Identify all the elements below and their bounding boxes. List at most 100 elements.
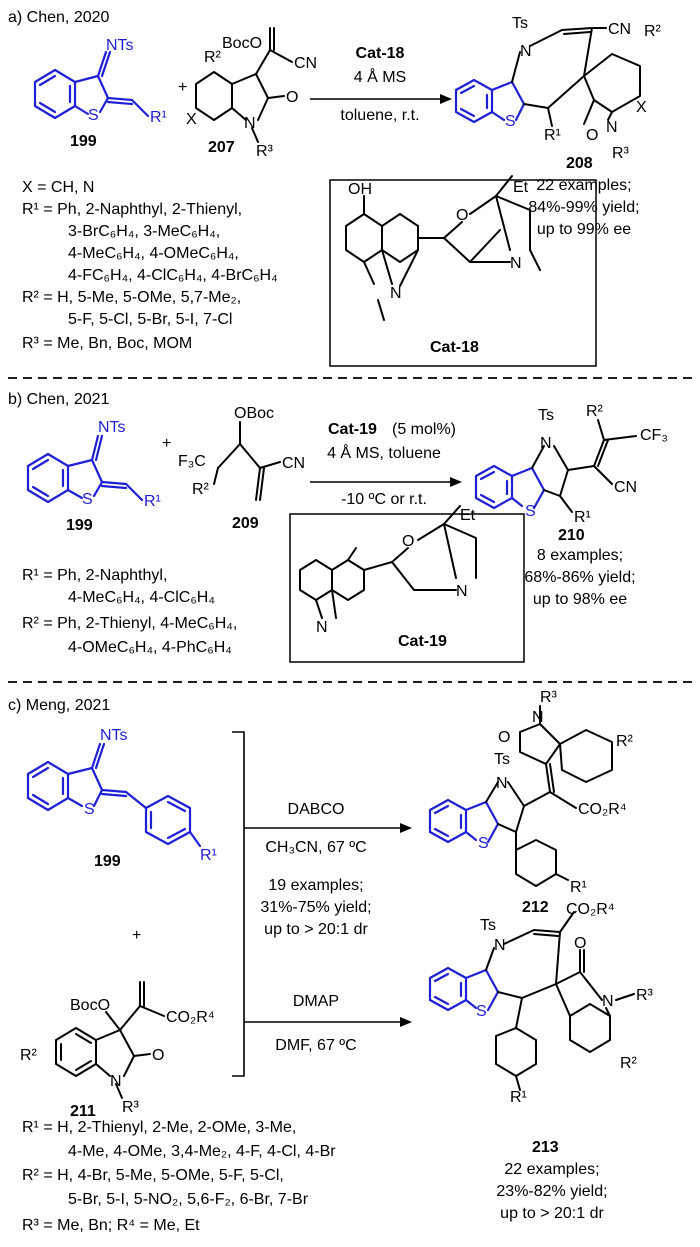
svg-text:R¹: R¹ [544, 127, 561, 144]
catalyst-box-cat18: OH Et O N N Cat-18 [329, 175, 597, 367]
svg-text:CN: CN [614, 479, 637, 496]
svg-text:CO₂R⁴: CO₂R⁴ [578, 801, 627, 818]
compound-207: R² BocO CN O N X R³ 207 [186, 27, 317, 160]
compound-210: N Ts S R¹ R² CF₃ CN 210 [474, 403, 668, 544]
label-207: 207 [208, 139, 235, 156]
compound-199-b: NTs S R¹ 199 [26, 419, 161, 534]
svg-text:NTs: NTs [100, 727, 128, 744]
svg-text:R²: R² [192, 481, 210, 498]
svg-text:O: O [286, 89, 298, 106]
svg-text:R²: R² [20, 1047, 38, 1064]
svg-text:4 Å MS, toluene: 4 Å MS, toluene [327, 443, 441, 462]
svg-text:31%-75% yield;: 31%-75% yield; [260, 899, 371, 916]
svg-text:BocO: BocO [70, 997, 110, 1014]
svg-text:CF₃: CF₃ [640, 427, 668, 444]
label-199-a: 199 [70, 133, 97, 150]
catalyst-a: Cat-18 [356, 45, 405, 62]
svg-text:3-BrC₆H₄, 3-MeC₆H₄,: 3-BrC₆H₄, 3-MeC₆H₄, [68, 223, 220, 240]
svg-text:CH₃CN, 67 ºC: CH₃CN, 67 ºC [265, 839, 366, 856]
svg-text:O: O [152, 1047, 164, 1064]
label-208: 208 [566, 155, 593, 172]
svg-text:N: N [244, 115, 256, 132]
svg-text:4-MeC₆H₄, 4-ClC₆H₄: 4-MeC₆H₄, 4-ClC₆H₄ [68, 589, 215, 606]
svg-text:CN: CN [294, 55, 317, 72]
panel-c-title: c) Meng, 2021 [8, 697, 110, 714]
svg-text:5-Br, 5-I, 5-NO₂, 5,6-F₂, 6-Br: 5-Br, 5-I, 5-NO₂, 5,6-F₂, 6-Br, 7-Br [68, 1191, 309, 1208]
svg-text:N: N [520, 43, 532, 60]
svg-text:R²: R² [586, 403, 604, 420]
svg-text:R³ = Me, Bn; R⁴ = Me, Et: R³ = Me, Bn; R⁴ = Me, Et [22, 1217, 200, 1234]
svg-text:X: X [186, 111, 197, 128]
svg-text:O: O [402, 533, 414, 550]
svg-text:toluene, r.t.: toluene, r.t. [340, 107, 419, 124]
svg-text:Ts: Ts [512, 15, 528, 32]
svg-text:S: S [505, 113, 516, 130]
svg-text:X = CH, N: X = CH, N [22, 179, 94, 196]
svg-text:O: O [498, 729, 510, 746]
svg-text:4-FC₆H₄, 4-ClC₆H₄, 4-BrC₆H₄: 4-FC₆H₄, 4-ClC₆H₄, 4-BrC₆H₄ [68, 267, 278, 284]
compound-211: BocO CO₂R⁴ O N R² R³ 211 [20, 981, 215, 1120]
svg-text:4-OMeC₆H₄, 4-PhC₆H₄: 4-OMeC₆H₄, 4-PhC₆H₄ [68, 639, 232, 656]
svg-text:R³: R³ [636, 987, 654, 1004]
svg-text:R¹ = Ph, 2-Naphthyl,: R¹ = Ph, 2-Naphthyl, [22, 567, 167, 584]
cat19-label: Cat-19 [398, 633, 447, 650]
svg-text:OBoc: OBoc [234, 405, 274, 422]
svg-text:CO₂R⁴: CO₂R⁴ [566, 901, 615, 918]
svg-text:N: N [390, 285, 402, 302]
svg-text:R²: R² [644, 23, 662, 40]
panel-b-title: b) Chen, 2021 [8, 391, 110, 408]
svg-text:R²: R² [616, 733, 634, 750]
panel-a-title: a) Chen, 2020 [8, 9, 110, 26]
svg-text:DMF, 67 ºC: DMF, 67 ºC [275, 1037, 356, 1054]
label-199-c: 199 [94, 853, 121, 870]
reagent-dabco: DABCO [288, 801, 345, 818]
compound-199-a: NTs S R¹ 199 [33, 37, 167, 150]
svg-text:R¹ = Ph, 2-Naphthyl, 2-Thienyl: R¹ = Ph, 2-Naphthyl, 2-Thienyl, [22, 201, 242, 218]
compound-209: OBoc F₃C CN R² 209 [178, 405, 305, 532]
svg-text:BocO: BocO [222, 35, 262, 52]
svg-text:up to > 20:1 dr: up to > 20:1 dr [500, 1205, 604, 1222]
svg-text:(5 mol%): (5 mol%) [392, 421, 456, 438]
svg-text:R³: R³ [256, 143, 274, 160]
svg-text:68%-86% yield;: 68%-86% yield; [524, 569, 635, 586]
compound-208: Ts N CN S R¹ O N X R² R³ 208 [454, 15, 662, 172]
compound-212: Ts N S R¹ CO₂R⁴ O N R³ R² 212 [428, 689, 634, 916]
svg-text:CN: CN [608, 21, 631, 38]
svg-text:up to > 20:1 dr: up to > 20:1 dr [264, 921, 368, 938]
svg-text:N: N [540, 435, 552, 452]
svg-text:R³: R³ [540, 689, 558, 706]
panel-c: c) Meng, 2021 NTs S R¹ 199 + [8, 689, 654, 1234]
svg-text:NTs: NTs [98, 419, 126, 436]
label-212: 212 [522, 899, 549, 916]
svg-text:Et: Et [460, 507, 476, 524]
svg-text:CO₂R⁴: CO₂R⁴ [166, 1009, 215, 1026]
svg-text:5-F, 5-Cl, 5-Br, 5-I, 7-Cl: 5-F, 5-Cl, 5-Br, 5-I, 7-Cl [68, 311, 232, 328]
svg-text:N: N [496, 775, 508, 792]
svg-text:S: S [478, 835, 489, 852]
svg-text:R¹: R¹ [150, 109, 167, 126]
svg-text:Ts: Ts [538, 407, 554, 424]
compound-213: Ts N S CO₂R⁴ O N R³ R² R¹ 213 [428, 901, 654, 1156]
svg-text:S: S [476, 1003, 487, 1020]
svg-text:S: S [88, 107, 99, 124]
svg-text:O: O [574, 935, 586, 952]
bracket [232, 731, 245, 1077]
svg-text:up to 99% ee: up to 99% ee [537, 221, 631, 238]
svg-text:R¹: R¹ [200, 847, 217, 864]
svg-text:R¹ = H, 2-Thienyl, 2-Me, 2-OMe: R¹ = H, 2-Thienyl, 2-Me, 2-OMe, 3-Me, [22, 1119, 296, 1136]
svg-text:CN: CN [282, 455, 305, 472]
svg-text:R² = H, 5-Me, 5-OMe, 5,7-Me₂,: R² = H, 5-Me, 5-OMe, 5,7-Me₂, [22, 289, 241, 306]
panel-a: a) Chen, 2020 NTs S R¹ 199 + [8, 9, 662, 367]
svg-text:F₃C: F₃C [178, 453, 206, 470]
cat18-label: Cat-18 [430, 339, 479, 356]
svg-text:R² = H, 4-Br, 5-Me, 5-OMe, 5-F: R² = H, 4-Br, 5-Me, 5-OMe, 5-F, 5-Cl, [22, 1167, 284, 1184]
svg-text:-10 ºC or r.t.: -10 ºC or r.t. [341, 491, 427, 508]
svg-text:R¹: R¹ [510, 1089, 527, 1106]
svg-text:N: N [110, 1073, 122, 1090]
svg-text:R¹: R¹ [144, 493, 161, 510]
svg-text:+: + [162, 435, 171, 452]
svg-text:4-MeC₆H₄, 4-OMeC₆H₄,: 4-MeC₆H₄, 4-OMeC₆H₄, [68, 245, 239, 262]
svg-text:19 examples;: 19 examples; [268, 877, 363, 894]
compound-199-c: NTs S R¹ 199 [26, 727, 217, 870]
